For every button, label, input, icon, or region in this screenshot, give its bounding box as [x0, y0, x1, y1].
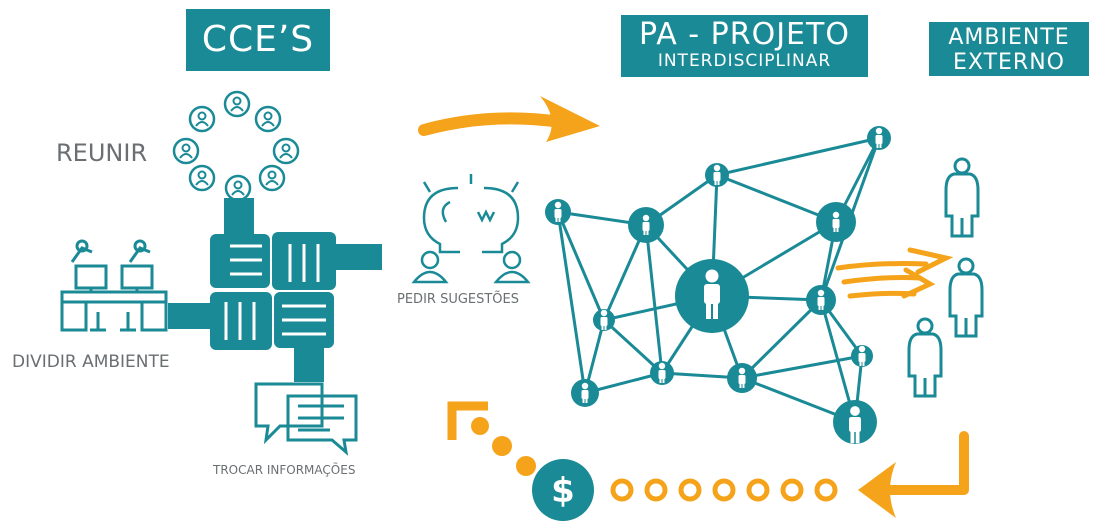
return-arrow-icon [858, 431, 969, 518]
dotted-loop-rings [610, 478, 838, 502]
network-node-medium [628, 207, 664, 243]
money-coin-icon: $ [532, 459, 594, 521]
corner-bracket-icon [447, 401, 488, 440]
pedir-sugestoes-label: PEDIR SUGESTÕES [397, 292, 520, 307]
lightbulb-heads-icon [411, 174, 531, 284]
network-node-small [867, 126, 891, 150]
reunir-label: REUNIR [56, 139, 148, 167]
pa-projeto-header: PA - PROJETO INTERDISCIPLINAR [621, 15, 868, 77]
cces-header: CCE’S [186, 9, 330, 71]
network-node-small [545, 199, 571, 225]
pa-header-line2: INTERDISCIPLINAR [657, 51, 832, 71]
network-node-large [675, 259, 749, 333]
network-node-small [571, 379, 599, 407]
network-node-small [650, 361, 674, 385]
network-node-small [806, 285, 836, 315]
interlocking-hands-icon [168, 198, 382, 382]
dividir-ambiente-label: DIVIDIR AMBIENTE [12, 352, 170, 372]
svg-text:$: $ [551, 471, 575, 511]
pa-header-line1: PA - PROJETO [639, 17, 850, 52]
network-node-small [727, 363, 757, 393]
arrow-to-project-icon [418, 96, 600, 142]
trocar-informacoes-label: TROCAR INFORMAÇÕES [213, 463, 356, 477]
chat-bubbles-icon [254, 382, 358, 456]
network-node-medium [816, 202, 856, 242]
ambiente-header-line2: EXTERNO [953, 50, 1065, 75]
network-node-medium [833, 400, 877, 444]
shared-desk-icon [60, 239, 168, 332]
ambiente-externo-header: AMBIENTE EXTERNO [929, 22, 1089, 76]
network-node-small [593, 309, 615, 331]
network-graph [545, 126, 891, 444]
external-input-arrows-icon [835, 247, 954, 299]
dotted-loop-dots [471, 417, 536, 476]
network-node-small [851, 345, 873, 367]
network-node-small [705, 163, 729, 187]
ambiente-header-line1: AMBIENTE [948, 25, 1070, 50]
reunir-people-circle-icon [172, 90, 300, 202]
